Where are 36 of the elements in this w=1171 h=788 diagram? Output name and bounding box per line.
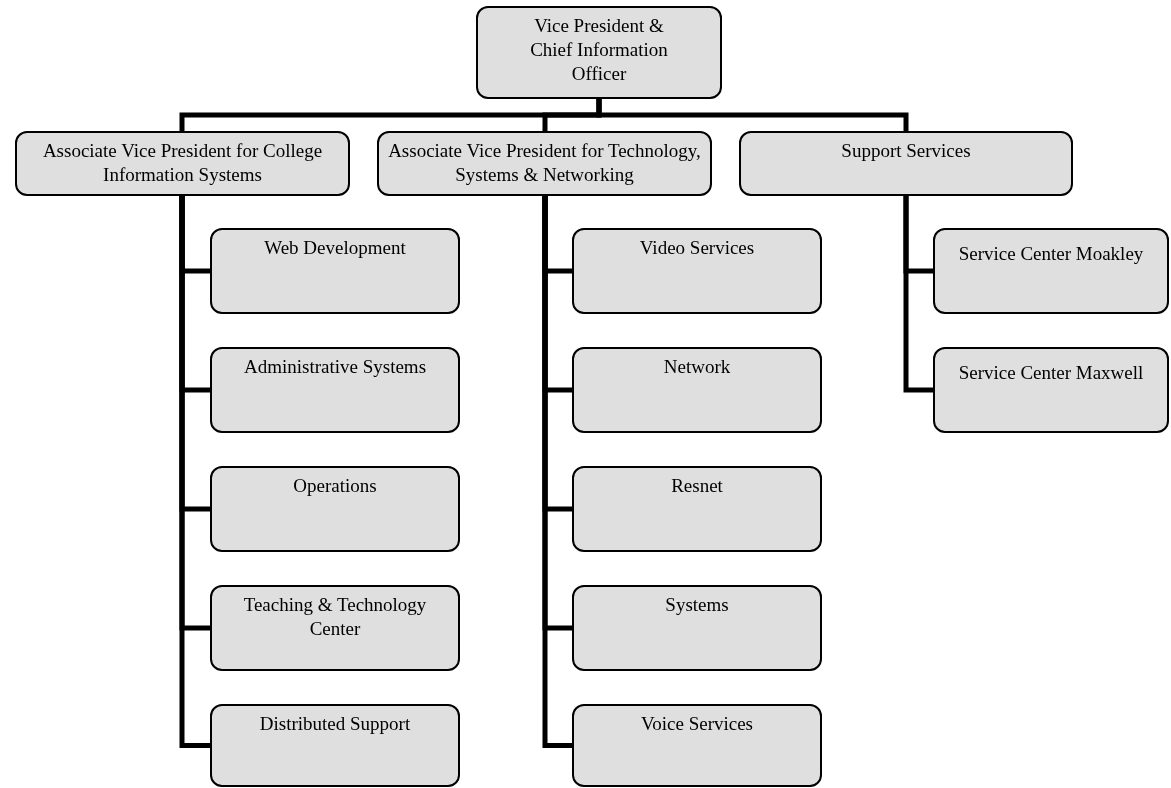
node-label: Distributed Support [258,712,412,736]
executive-box [476,6,722,99]
unit-box [572,585,822,671]
unit-box [933,347,1169,433]
node-label: Voice Services [639,712,754,736]
connector-line [903,196,933,393]
division-box [739,131,1073,196]
node-label: Video Services [638,236,756,260]
division-box [377,131,712,196]
node-label: Teaching & Technology Center [242,593,428,641]
unit-box [572,466,822,552]
node-label: Associate Vice President for College Information Systems [41,139,324,187]
node-label: Resnet [670,474,724,498]
unit-box [572,704,822,787]
unit-box [210,466,460,552]
unit-box [933,228,1169,314]
node-label: Web Development [263,236,407,260]
node-label: Service Center Moakley [957,242,1145,266]
unit-box [572,228,822,314]
node-label: Network [662,355,732,379]
node-label: Administrative Systems [242,355,428,379]
node-label: Systems [664,593,730,617]
unit-box [572,347,822,433]
connector-line [596,99,909,131]
unit-box [210,347,460,433]
connector-line [542,196,572,748]
node-label: Support Services [840,139,972,163]
node-label: Operations [292,474,378,498]
unit-box [210,585,460,671]
node-label: Associate Vice President for Technology, Systems & Networking [387,139,702,187]
unit-box [210,704,460,787]
node-label: Service Center Maxwell [957,361,1145,385]
connector-line [179,196,210,748]
unit-box [210,228,460,314]
node-label: Vice President & Chief Information Officer [529,14,669,86]
division-box [15,131,350,196]
